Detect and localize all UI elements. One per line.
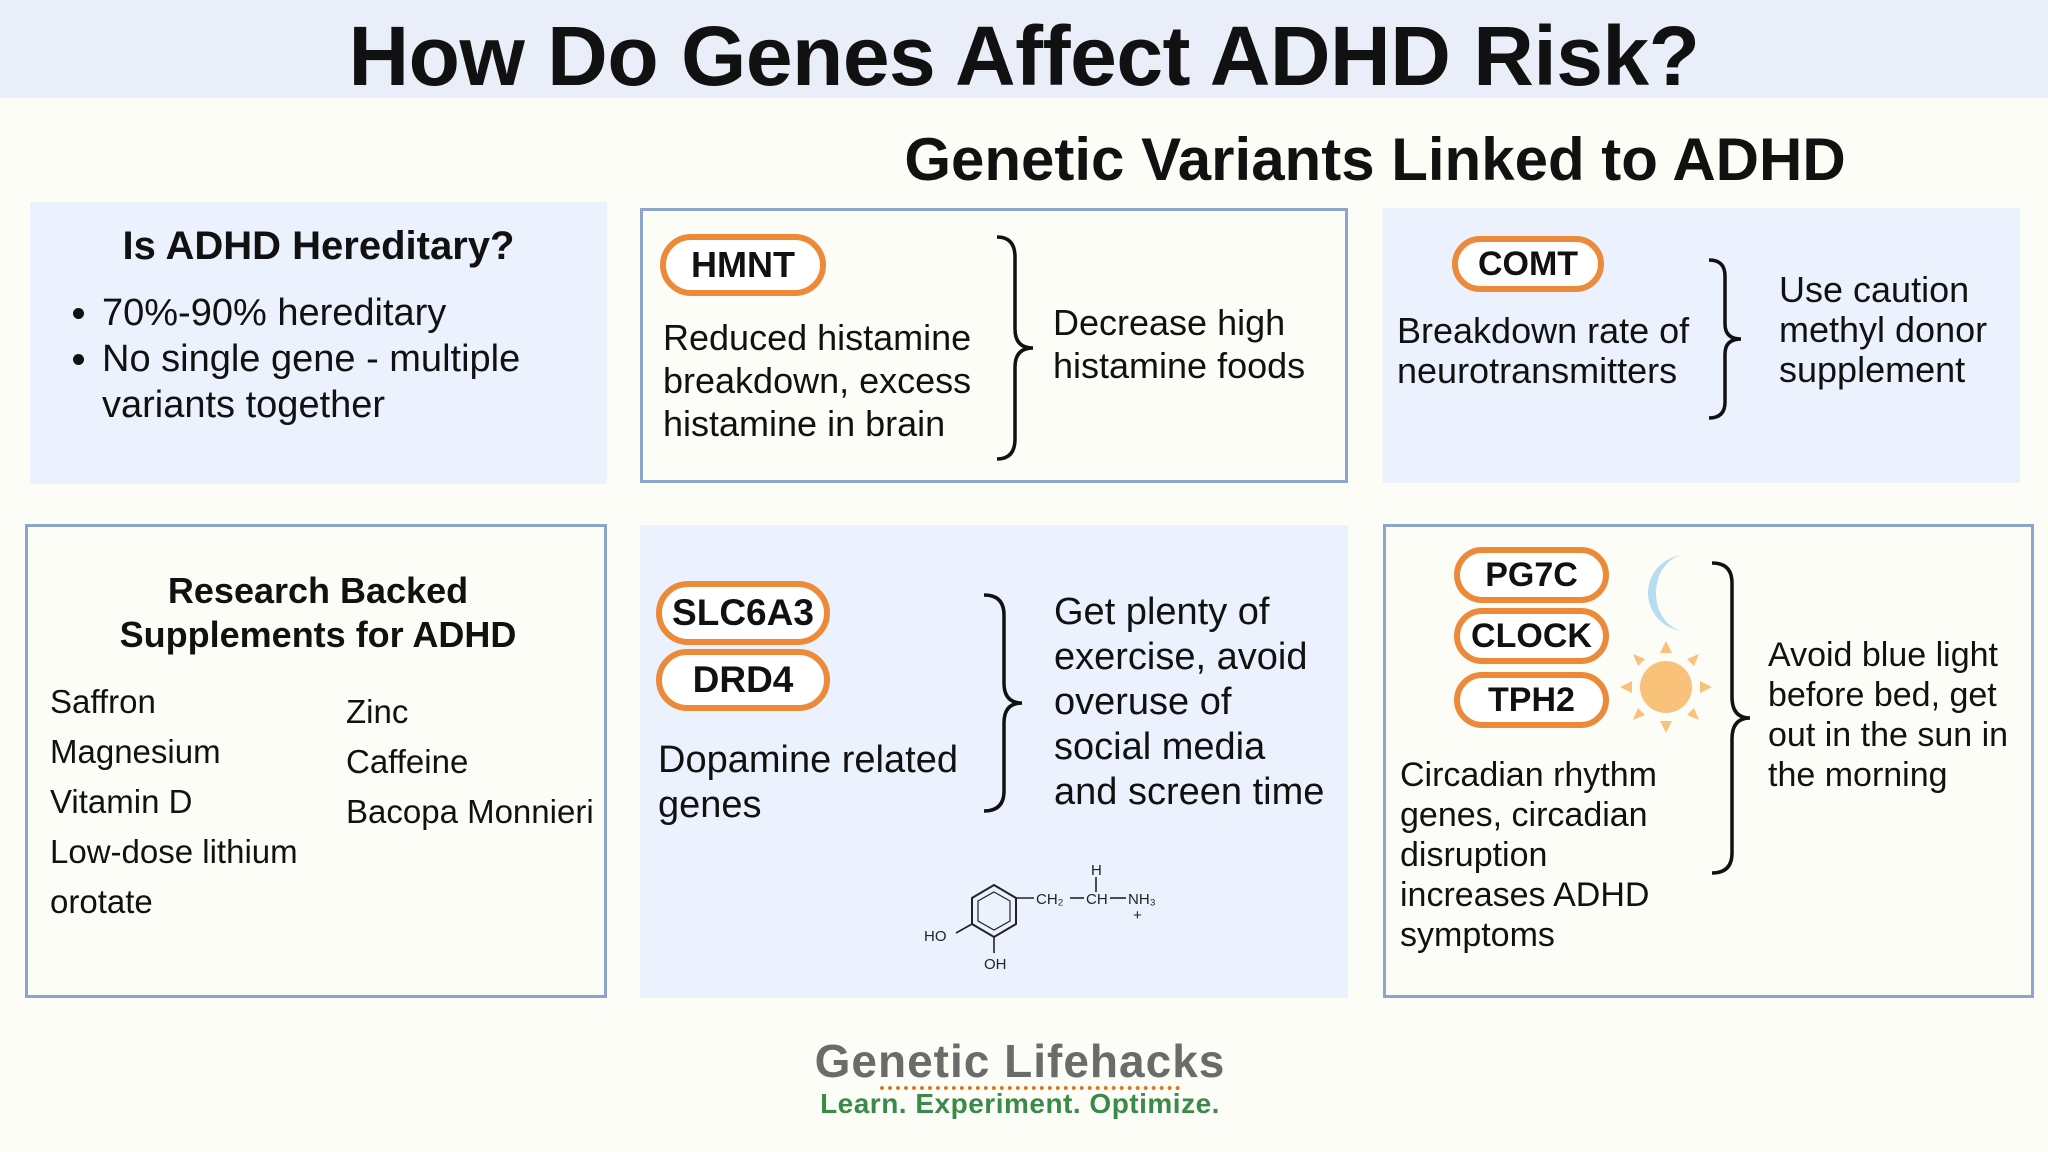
hereditary-bullets: 70%-90% hereditary No single gene - mult… (58, 290, 632, 428)
molecule-nh3-label: NH₃ (1128, 891, 1156, 908)
supplements-heading: Research Backed Supplements for ADHD (119, 570, 517, 655)
hereditary-heading: Is ADHD Hereditary? (122, 224, 515, 268)
hereditary-panel: Is ADHD Hereditary? 70%-90% hereditary N… (30, 202, 607, 484)
dopamine-panel: SLC6A3 DRD4 Dopamine related genes Get p… (640, 525, 1348, 998)
comt-description: Breakdown rate of neurotransmitters (1397, 310, 1690, 391)
gene-pill-slc6a3: SLC6A3 (656, 581, 830, 645)
section-title: Genetic Variants Linked to ADHD (904, 126, 1846, 193)
logo-tagline: Learn. Experiment. Optimize. (820, 1088, 1220, 1119)
molecule-ho-label: HO (924, 928, 947, 945)
title-band (0, 0, 2048, 98)
supplements-panel: Research Backed Supplements for ADHD Saf… (25, 524, 607, 998)
supplements-list-2: Zinc Caffeine Bacopa Monnieri (346, 687, 606, 837)
dopamine-molecule: CH₂ CH H NH₃ + HO OH (924, 865, 1156, 973)
supplement-item: Bacopa Monnieri (346, 793, 594, 830)
gene-pill-tph2: TPH2 (1454, 672, 1609, 728)
molecule-ch2-label: CH₂ (1036, 891, 1064, 908)
hereditary-bullet: 70%-90% hereditary (102, 290, 632, 336)
circadian-brace (1711, 561, 1751, 875)
hmnt-brace (996, 235, 1034, 461)
circadian-description: Circadian rhythm genes, circadian disrup… (1400, 756, 1657, 954)
hmnt-advice: Decrease high histamine foods (1053, 302, 1306, 386)
moon-icon (1648, 555, 1686, 631)
hmnt-panel: HMNT Reduced histamine breakdown, excess… (640, 208, 1348, 483)
logo-divider (880, 1086, 1180, 1094)
gene-pill-pg7c: PG7C (1454, 547, 1609, 603)
dopamine-description: Dopamine related genes (658, 739, 958, 826)
gene-pill-drd4: DRD4 (656, 649, 830, 711)
supplement-item: Saffron (50, 683, 156, 720)
molecule-ch-label: CH (1086, 891, 1108, 908)
comt-panel: COMT Breakdown rate of neurotransmitters… (1383, 208, 2020, 483)
supplement-item: Caffeine (346, 743, 469, 780)
circadian-advice: Avoid blue light before bed, get out in … (1768, 636, 2009, 794)
logo-name: Genetic Lifehacks (814, 1035, 1226, 1087)
hereditary-bullet: No single gene - multiple variants toget… (102, 336, 632, 428)
molecule-oh-label: OH (984, 956, 1007, 973)
supplement-item: Low-dose lithium (50, 833, 298, 870)
supplement-item: orotate (50, 883, 153, 920)
molecule-plus-label: + (1133, 907, 1142, 924)
supplement-item: Zinc (346, 693, 409, 730)
comt-brace (1708, 258, 1742, 420)
comt-advice: Use caution methyl donor supplement (1779, 269, 1988, 390)
hmnt-description: Reduced histamine breakdown, excess hist… (663, 317, 972, 444)
supplements-list-1: Saffron Magnesium Vitamin D Low-dose lit… (50, 677, 340, 927)
sun-icon (1620, 641, 1712, 733)
gene-pill-comt: COMT (1452, 236, 1604, 292)
page-title: How Do Genes Affect ADHD Risk? (348, 9, 1700, 103)
dopamine-brace (983, 593, 1023, 813)
dopamine-advice: Get plenty of exercise, avoid overuse of… (1054, 591, 1325, 813)
supplement-item: Magnesium (50, 733, 221, 770)
circadian-panel: PG7C CLOCK TPH2 Circadian rhythm genes, … (1383, 524, 2034, 998)
supplement-item: Vitamin D (50, 783, 193, 820)
gene-pill-hmnt: HMNT (660, 234, 826, 296)
gene-pill-clock: CLOCK (1454, 608, 1609, 664)
molecule-h-label: H (1091, 865, 1102, 879)
